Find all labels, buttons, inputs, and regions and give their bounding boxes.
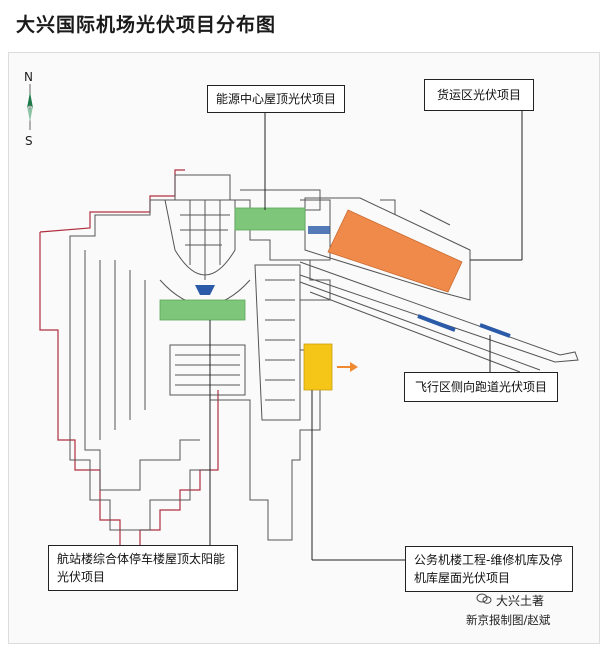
callout-energy-center: 能源中心屋顶光伏项目 xyxy=(207,85,346,113)
pv-terminal-parking xyxy=(159,299,246,321)
wechat-icon xyxy=(476,593,492,604)
cargo-area-structure xyxy=(299,197,579,373)
callout-runway-flight: 飞行区侧向跑道光伏项目 xyxy=(404,372,559,402)
pv-official-hangar xyxy=(303,343,333,391)
callout-official-hangar: 公务机楼工程-维修机库及停机库屋面光伏项目 xyxy=(405,546,573,592)
pv-energy-center xyxy=(234,207,306,231)
boundary-road xyxy=(39,169,219,549)
compass-south-label: S xyxy=(25,134,33,148)
pv-runway-flight xyxy=(417,314,511,338)
energy-marker xyxy=(308,226,330,234)
callout-cargo-area: 货运区光伏项目 xyxy=(424,79,535,111)
map-title: 大兴国际机场光伏项目分布图 xyxy=(16,14,277,36)
compass-north-label: N xyxy=(24,70,33,84)
arrow-icon xyxy=(337,362,358,372)
terminal-marker xyxy=(195,285,215,295)
watermark: 大兴土著 xyxy=(496,594,545,608)
callout-terminal-parking: 航站楼综合体停车楼屋顶太阳能光伏项目 xyxy=(48,545,238,591)
callout-leader-lines xyxy=(209,110,523,561)
map-credit: 新京报制图/赵斌 xyxy=(466,613,551,627)
compass-icon xyxy=(27,84,33,130)
terminal-structure xyxy=(69,174,331,541)
pv-cargo-area xyxy=(327,209,463,293)
